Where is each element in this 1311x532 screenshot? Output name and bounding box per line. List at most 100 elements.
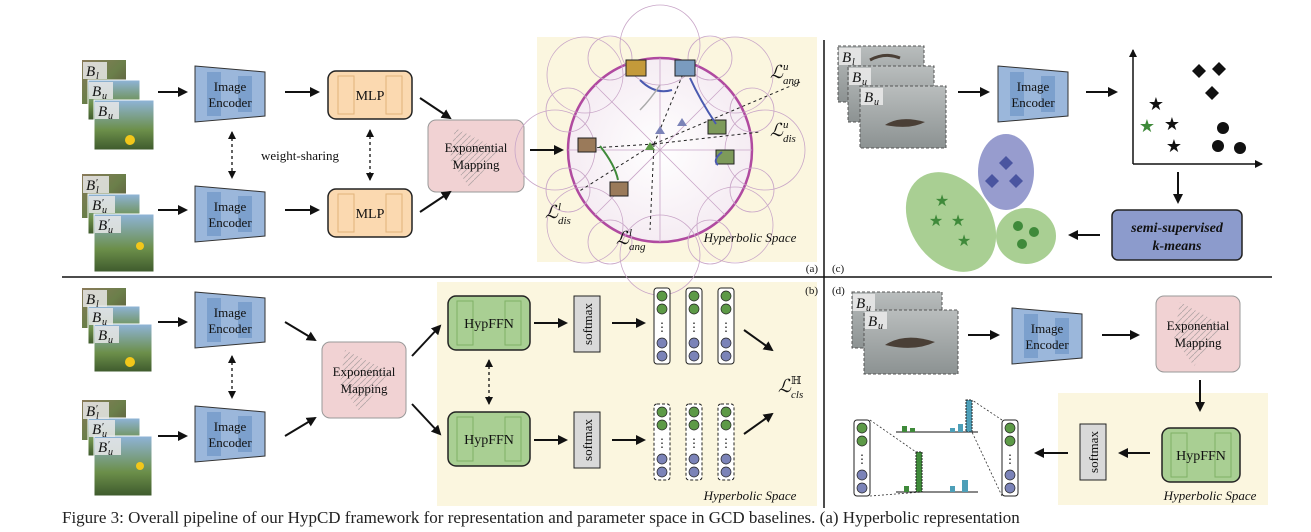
hypffn-b-bottom: HypFFN	[447, 411, 531, 467]
svg-text:′: ′	[102, 422, 104, 433]
svg-text:u: u	[102, 429, 107, 440]
poincare-disk	[514, 4, 806, 296]
arrow	[743, 329, 774, 352]
weight-sharing-label: weight-sharing	[261, 148, 339, 163]
arrow	[411, 324, 442, 357]
svg-text:ang: ang	[783, 75, 800, 87]
figure-caption: Figure 3: Overall pipeline of our HypCD …	[62, 508, 1020, 527]
svg-text:B: B	[868, 314, 877, 330]
loss-ang-u: ℒ u ang	[770, 61, 800, 87]
svg-text:l: l	[852, 57, 855, 68]
loss-dis-l: ℒ l dis	[545, 201, 571, 227]
svg-text:softmax: softmax	[1086, 431, 1101, 473]
exponential-mapping-d: Exponential Mapping	[1155, 295, 1241, 373]
svg-text:softmax: softmax	[580, 303, 595, 345]
softmax-d: softmax	[1079, 423, 1107, 481]
svg-text:u: u	[783, 61, 789, 73]
encoder-label-1: Image	[214, 199, 247, 214]
label-b-l-prime: B	[86, 178, 95, 194]
svg-text:Image: Image	[1031, 321, 1064, 336]
svg-text:Mapping: Mapping	[341, 381, 388, 396]
svg-text:′: ′	[96, 404, 98, 415]
label-b-u-sub-2: u	[108, 111, 113, 122]
image-encoder-b-top: Image Encoder	[194, 291, 266, 349]
panel-label-b: (b)	[805, 285, 818, 297]
mlp-top: MLP	[327, 70, 413, 120]
svg-text:ℒ: ℒ	[616, 228, 630, 248]
hypffn-b-top: HypFFN	[447, 295, 531, 351]
svg-text:l: l	[558, 201, 561, 213]
svg-text:⋮: ⋮	[688, 436, 700, 450]
svg-text:u: u	[874, 97, 879, 108]
panel-label-a: (a)	[806, 263, 819, 275]
exponential-mapping-b: Exponential Mapping	[321, 341, 407, 419]
svg-text:Encoder: Encoder	[208, 435, 252, 450]
svg-text:B: B	[98, 440, 107, 456]
svg-text:ℒ: ℒ	[770, 120, 784, 140]
svg-text:B: B	[98, 328, 107, 344]
svg-text:⋮: ⋮	[720, 436, 732, 450]
svg-text:B: B	[86, 404, 95, 420]
label-b-u-sub: u	[102, 91, 107, 102]
panel-label-c: (c)	[832, 263, 845, 275]
hyperbolic-space-label-d: Hyperbolic Space	[1163, 488, 1257, 503]
svg-text:B: B	[852, 70, 861, 86]
svg-text:Encoder: Encoder	[1011, 95, 1055, 110]
arrow	[419, 97, 452, 120]
svg-text:l: l	[96, 299, 99, 310]
svg-text:⋮: ⋮	[688, 320, 700, 334]
svg-text:★: ★	[1148, 94, 1164, 114]
loss-ang-l: ℒ l ang	[616, 227, 646, 253]
svg-text:dis: dis	[558, 215, 571, 227]
svg-text:Encoder: Encoder	[1025, 337, 1069, 352]
image-encoder-a-bottom: Image Encoder	[194, 185, 266, 243]
svg-text:ℒ: ℒ	[778, 376, 792, 396]
svg-text:dis: dis	[783, 133, 796, 145]
softmax-b-bottom: softmax	[573, 411, 601, 469]
svg-text:★: ★	[951, 213, 965, 230]
semi-supervised-kmeans-box: semi-supervised k-means	[1111, 209, 1243, 261]
label-b-u-prime-sub-2: u	[108, 225, 113, 236]
svg-text:B: B	[864, 90, 873, 106]
label-b-u-prime-sub: u	[102, 205, 107, 216]
svg-text:★: ★	[1139, 116, 1155, 136]
prime-mark-2: ′	[102, 198, 104, 209]
image-stack-a-bottom: B ′ l B ′ u B ′ u	[82, 174, 155, 273]
label-b-l-sub: l	[96, 71, 99, 82]
svg-text:cls: cls	[791, 389, 803, 401]
prob-vectors-b-top: ⋮ ⋮ ⋮	[653, 287, 735, 365]
svg-text:u: u	[862, 77, 867, 88]
svg-text:⋮: ⋮	[656, 436, 668, 450]
clusters: ★ ★ ★ ★	[905, 134, 1056, 272]
svg-text:ℒ: ℒ	[770, 62, 784, 82]
svg-text:★: ★	[1164, 114, 1180, 134]
label-b-u-prime: B	[92, 198, 101, 214]
svg-text:HypFFN: HypFFN	[1176, 449, 1226, 464]
svg-text:⋮: ⋮	[720, 320, 732, 334]
image-encoder-a-top: Image Encoder	[194, 65, 266, 123]
svg-text:HypFFN: HypFFN	[464, 433, 514, 448]
svg-text:★: ★	[1166, 136, 1182, 156]
svg-text:ℍ: ℍ	[791, 375, 802, 387]
arrow	[743, 412, 774, 435]
image-stack-d: B u B u	[851, 291, 959, 375]
svg-text:Exponential: Exponential	[333, 364, 396, 379]
svg-text:B: B	[842, 50, 851, 66]
label-b-l: B	[86, 64, 95, 80]
svg-text:u: u	[783, 119, 789, 131]
svg-text:semi-supervised: semi-supervised	[1130, 221, 1224, 236]
svg-text:⋮: ⋮	[656, 320, 668, 334]
mlp-label: MLP	[356, 89, 385, 104]
feature-scatter-plot: ★ ★ ★ ★	[1129, 49, 1263, 168]
arrow	[419, 190, 452, 213]
label-b-u: B	[92, 84, 101, 100]
svg-text:★: ★	[935, 193, 949, 210]
svg-text:ang: ang	[629, 241, 646, 253]
prob-vector-d-right: ⋮	[1001, 419, 1019, 497]
encoder-label-2: Encoder	[208, 95, 252, 110]
svg-text:Encoder: Encoder	[208, 321, 252, 336]
svg-text:B: B	[92, 422, 101, 438]
svg-text:B: B	[86, 292, 95, 308]
encoder-label-1: Image	[214, 79, 247, 94]
